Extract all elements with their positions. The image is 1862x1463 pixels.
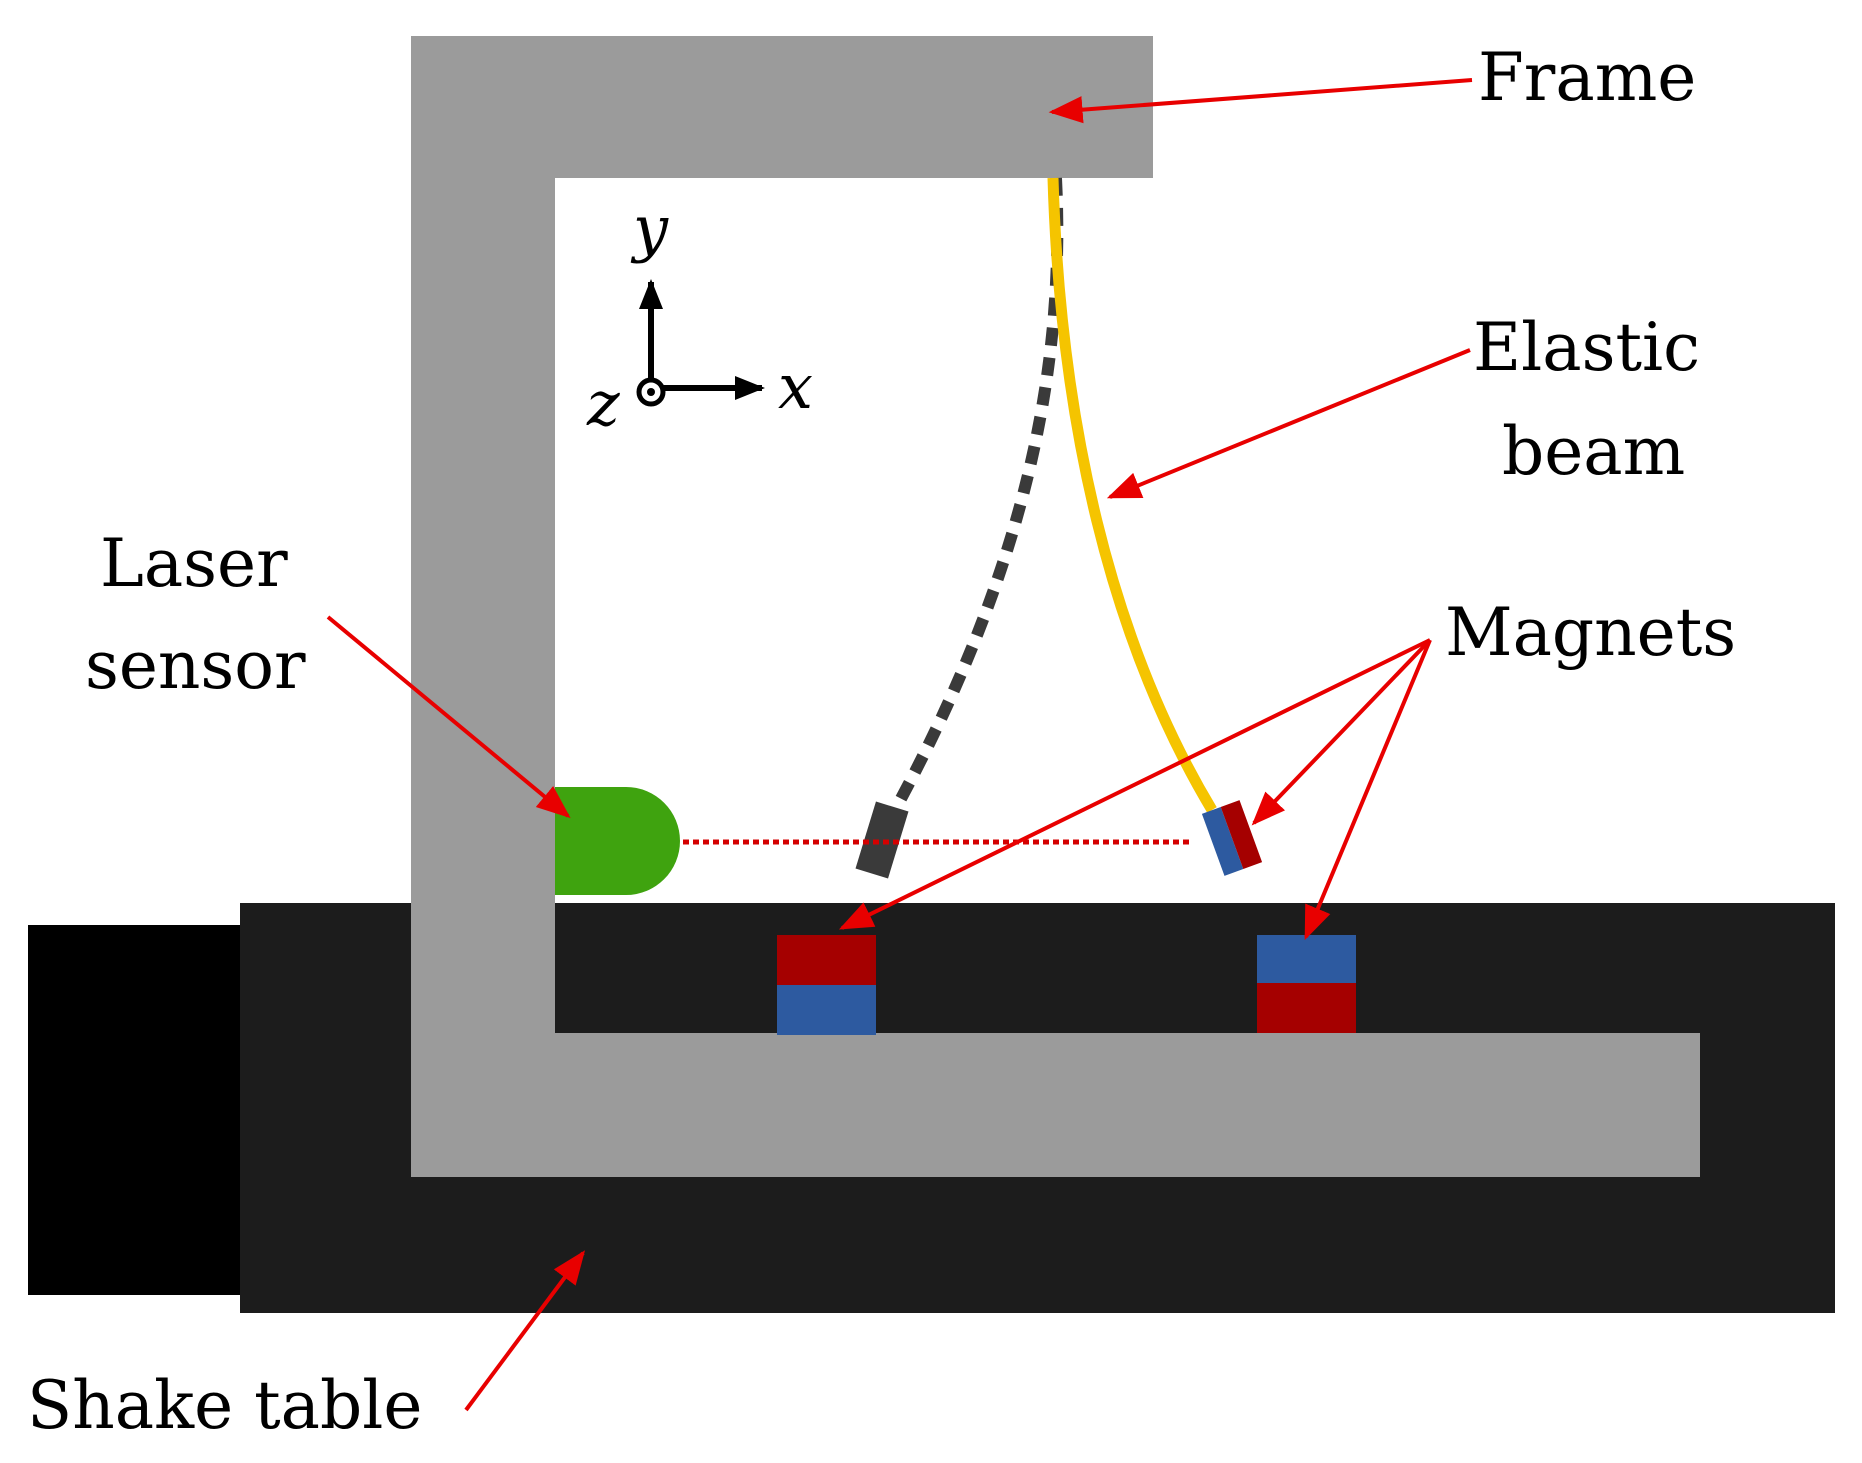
magnets-arrow-tip (1251, 638, 1432, 826)
coordinate-axes: y x z (586, 192, 813, 440)
magnets-arrow-left-base (838, 638, 1431, 930)
magnets-label: Magnets (1445, 594, 1736, 671)
elastic-beam-label-line1: Elastic (1473, 309, 1700, 386)
base-magnet-right (1257, 935, 1356, 1033)
beam-rest-position (890, 177, 1064, 811)
z-axis-label: z (586, 367, 620, 440)
shake-table-arrow (464, 1250, 586, 1412)
elastic-beam (1047, 177, 1217, 813)
laser-sensor (555, 787, 680, 895)
beam-rest-tip-mass (855, 801, 909, 879)
laser-sensor-label-line1: Laser (100, 525, 288, 602)
magnets-arrow-right-base (1304, 639, 1432, 941)
frame (411, 36, 1700, 1177)
y-axis-label: y (630, 192, 669, 265)
elastic-beam-label-line2: beam (1502, 413, 1685, 490)
base-magnet-left (777, 935, 876, 1035)
frame-arrow (1048, 78, 1473, 124)
laser-sensor-label-line2: sensor (85, 627, 306, 704)
frame-label: Frame (1478, 39, 1696, 116)
actuator-block (28, 925, 244, 1295)
elastic-beam-arrow (1106, 348, 1471, 499)
shake-table-label: Shake table (27, 1367, 422, 1444)
beam-tip-magnet (1201, 800, 1263, 876)
laser-sensor-arrow (326, 615, 571, 819)
shake-table-inner-channel (555, 903, 1700, 1033)
x-axis-label: x (778, 350, 813, 423)
